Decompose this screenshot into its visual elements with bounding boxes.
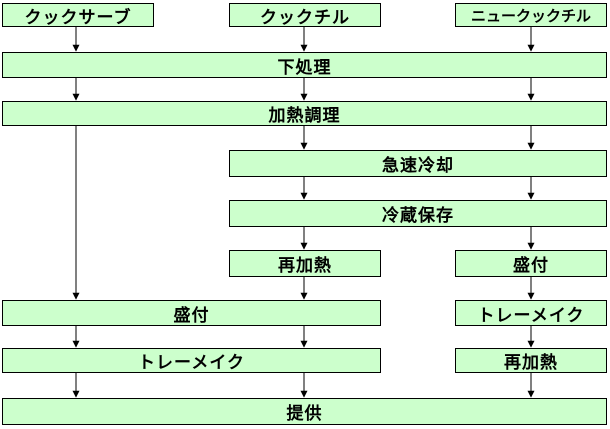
header-new-cook-chill: ニュークックチル xyxy=(455,3,607,27)
step-heat-cooking: 加熱調理 xyxy=(2,101,607,126)
step-reheating-cook-chill: 再加熱 xyxy=(229,250,381,277)
step-rapid-cooling: 急速冷却 xyxy=(229,150,607,177)
step-pre-processing: 下処理 xyxy=(2,52,607,78)
step-tray-make-shared: トレーメイク xyxy=(2,348,381,373)
step-plating-new-cook-chill: 盛付 xyxy=(455,250,607,277)
header-cook-serve: クックサーブ xyxy=(2,3,154,27)
step-tray-make-new-cook-chill: トレーメイク xyxy=(455,300,607,326)
step-plating-shared: 盛付 xyxy=(2,300,381,326)
step-reheating-new-cook-chill: 再加熱 xyxy=(455,348,607,373)
step-serving: 提供 xyxy=(2,398,607,425)
header-cook-chill: クックチル xyxy=(229,3,381,27)
step-cold-storage: 冷蔵保存 xyxy=(229,200,607,227)
